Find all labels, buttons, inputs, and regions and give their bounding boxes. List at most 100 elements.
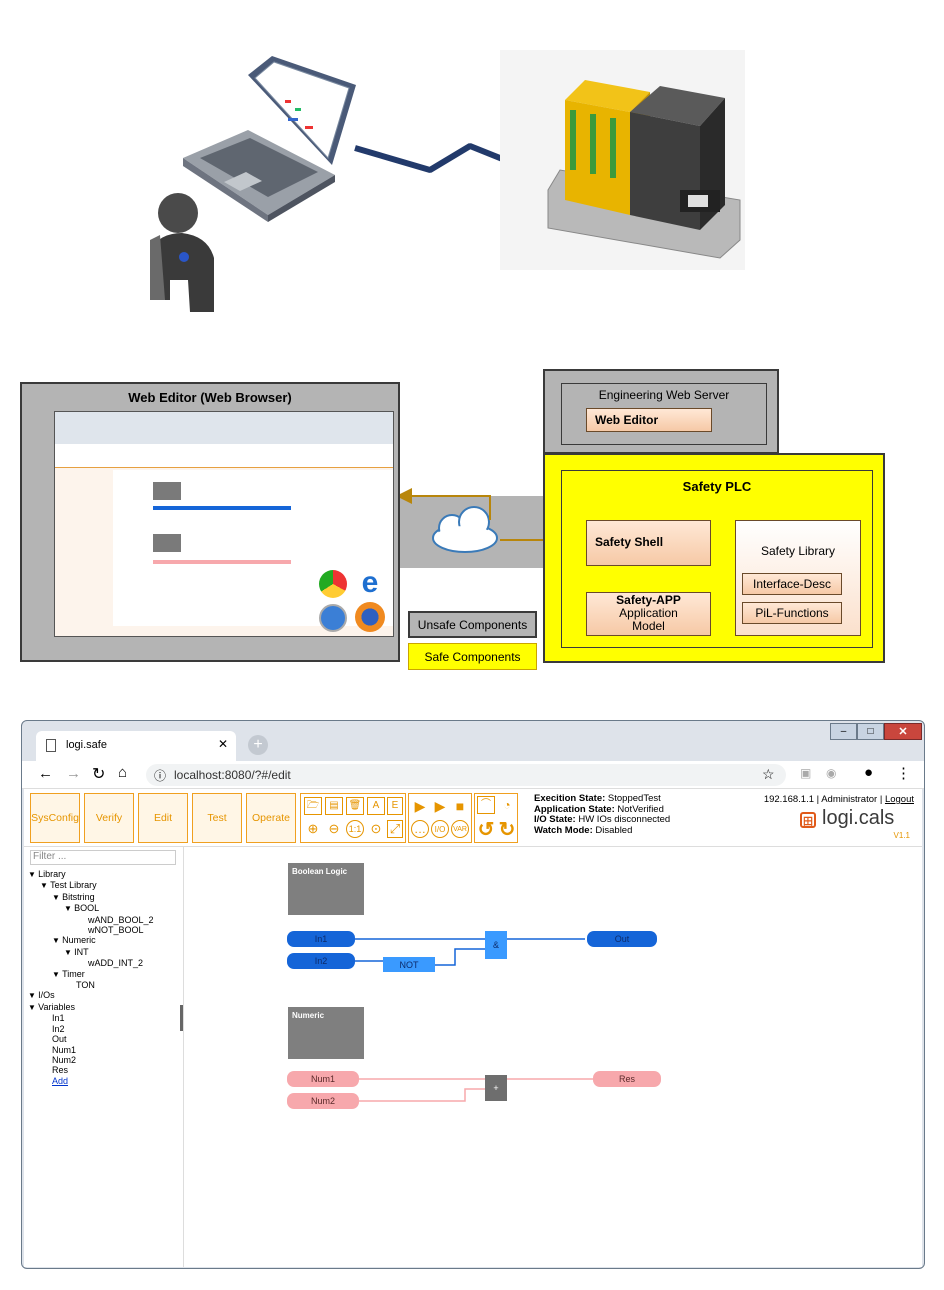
res-block[interactable]: Res: [593, 1071, 661, 1087]
operate-button[interactable]: Operate: [246, 793, 296, 843]
verify-button[interactable]: Verify: [84, 793, 134, 843]
expand-arrow-icon[interactable]: ▼: [28, 870, 39, 879]
menu-icon[interactable]: ⋮: [896, 765, 911, 782]
watch-mode-value: Disabled: [595, 824, 633, 836]
tree-item-label: In2: [52, 1023, 65, 1034]
test-button[interactable]: Test: [192, 793, 242, 843]
num1-block[interactable]: Num1: [287, 1071, 359, 1087]
web-editor-box: Web Editor: [586, 408, 712, 432]
in2-block[interactable]: In2: [287, 953, 355, 969]
edit-button[interactable]: Edit: [138, 793, 188, 843]
fullscreen-icon[interactable]: ⤢: [387, 820, 403, 838]
forward-icon[interactable]: →: [66, 765, 81, 782]
tree-item[interactable]: TON: [28, 980, 154, 990]
info-icon[interactable]: ⓘ: [154, 769, 167, 783]
delete-icon[interactable]: 🗑: [346, 797, 364, 815]
text-e-icon[interactable]: E: [387, 797, 403, 815]
expand-arrow-icon[interactable]: ▼: [28, 1002, 39, 1012]
tree-item[interactable]: ▼ Bitstring: [28, 892, 154, 903]
logicals-logo-icon: 田: [800, 812, 816, 828]
expand-arrow-icon[interactable]: ▼: [64, 947, 75, 957]
tree-item[interactable]: wAND_BOOL_2: [28, 915, 154, 925]
tree-item[interactable]: wADD_INT_2: [28, 958, 154, 968]
browser-tab[interactable]: logi.safe ✕: [36, 731, 236, 761]
redo-icon[interactable]: ↻: [498, 818, 516, 841]
url-field[interactable]: ⓘ localhost:8080/?#/edit ☆: [146, 764, 786, 786]
text-a-icon[interactable]: A: [367, 797, 385, 815]
home-icon[interactable]: ⌂: [118, 764, 128, 781]
expand-arrow-icon[interactable]: ▼: [40, 881, 51, 891]
back-icon[interactable]: ←: [38, 765, 53, 782]
stop-icon[interactable]: ■: [455, 798, 465, 814]
illustration: [0, 0, 944, 330]
safety-shell-label: Safety Shell: [595, 535, 664, 549]
out-block[interactable]: Out: [587, 931, 657, 947]
legend-unsafe: Unsafe Components: [408, 611, 537, 638]
sidebar-scrollbar[interactable]: [180, 1005, 183, 1031]
tree-item[interactable]: Num1: [28, 1045, 154, 1055]
tree-item[interactable]: ▼ BOOL: [28, 903, 154, 914]
close-window-button[interactable]: ✕: [884, 723, 922, 740]
tree-item[interactable]: In1: [28, 1013, 154, 1023]
zoom-in-icon[interactable]: ⊕: [307, 821, 319, 836]
engineering-server-label: Engineering Web Server: [598, 388, 730, 402]
num2-block[interactable]: Num2: [287, 1093, 359, 1109]
var-icon[interactable]: VAR: [451, 820, 469, 838]
zoom-reset-icon[interactable]: 1:1: [346, 820, 364, 838]
diagram-canvas[interactable]: Boolean Logic In1 In2 NOT & Out Numeric …: [185, 847, 922, 1267]
tree-item[interactable]: wNOT_BOOL: [28, 925, 154, 935]
and-block[interactable]: &: [485, 931, 507, 959]
tree-item[interactable]: Res: [28, 1065, 154, 1075]
save-icon[interactable]: ▤: [325, 797, 343, 815]
tree-item[interactable]: ▼ Variables: [28, 1002, 154, 1013]
add-variable-link[interactable]: Add: [52, 1075, 69, 1086]
comment-icon[interactable]: …: [411, 820, 429, 838]
close-tab-icon[interactable]: ✕: [218, 737, 229, 751]
boolean-logic-group[interactable]: Boolean Logic: [288, 863, 364, 915]
tree-item[interactable]: ▼ Library: [28, 869, 154, 880]
io-icon[interactable]: I/O: [431, 820, 449, 838]
sysconfig-button[interactable]: SysConfig: [30, 793, 80, 843]
open-folder-icon[interactable]: 🗁: [304, 797, 322, 815]
chart-icon[interactable]: ⌒: [477, 796, 495, 814]
maximize-button[interactable]: □: [857, 723, 884, 740]
account-icon[interactable]: ●: [864, 764, 874, 781]
in1-block[interactable]: In1: [287, 931, 355, 947]
tree-item[interactable]: ▼ I/Os: [28, 990, 154, 1001]
settings-icon[interactable]: ◔: [503, 798, 511, 812]
step-icon[interactable]: ▶: [434, 797, 446, 814]
play-icon[interactable]: ▶: [414, 797, 426, 814]
undo-icon[interactable]: ↺: [477, 818, 495, 841]
tree-item[interactable]: ▼ Test Library: [28, 880, 154, 891]
overview-connectors: [396, 432, 781, 620]
zoom-out-icon[interactable]: ⊖: [328, 821, 340, 836]
tree-item[interactable]: In2: [28, 1024, 154, 1034]
new-tab-button[interactable]: +: [248, 735, 268, 755]
add-block[interactable]: +: [485, 1075, 507, 1101]
tree-item-label: Numeric: [62, 935, 96, 946]
tree-item[interactable]: Out: [28, 1034, 154, 1044]
expand-arrow-icon[interactable]: ▼: [52, 892, 63, 902]
sidebar: Filter ... ▼ Library▼ Test Library▼ Bits…: [24, 847, 184, 1267]
extension-icon[interactable]: ▣: [800, 766, 812, 780]
expand-arrow-icon[interactable]: ▼: [64, 904, 75, 914]
expand-arrow-icon[interactable]: ▼: [52, 936, 63, 946]
tree-item[interactable]: ▼ INT: [28, 947, 154, 958]
not-block[interactable]: NOT: [383, 957, 435, 972]
zoom-fit-icon[interactable]: ⊙: [370, 821, 382, 836]
tree-item[interactable]: ▼ Timer: [28, 969, 154, 980]
minimize-button[interactable]: –: [830, 723, 857, 740]
tree-item[interactable]: Add: [28, 1076, 154, 1086]
expand-arrow-icon[interactable]: ▼: [52, 969, 63, 979]
bookmark-star-icon[interactable]: ☆: [762, 766, 775, 782]
filter-input[interactable]: Filter ...: [30, 850, 176, 865]
tree-item[interactable]: Num2: [28, 1055, 154, 1065]
extension-icon-2[interactable]: ◉: [826, 766, 837, 780]
tree-item[interactable]: ▼ Numeric: [28, 935, 154, 946]
expand-arrow-icon[interactable]: ▼: [28, 991, 39, 1001]
logout-link[interactable]: Logout: [884, 794, 914, 805]
numeric-group[interactable]: Numeric: [288, 1007, 364, 1059]
reload-icon[interactable]: ↻: [92, 766, 106, 783]
model-label: Model: [632, 619, 665, 633]
tree-item-label: Timer: [62, 968, 85, 979]
